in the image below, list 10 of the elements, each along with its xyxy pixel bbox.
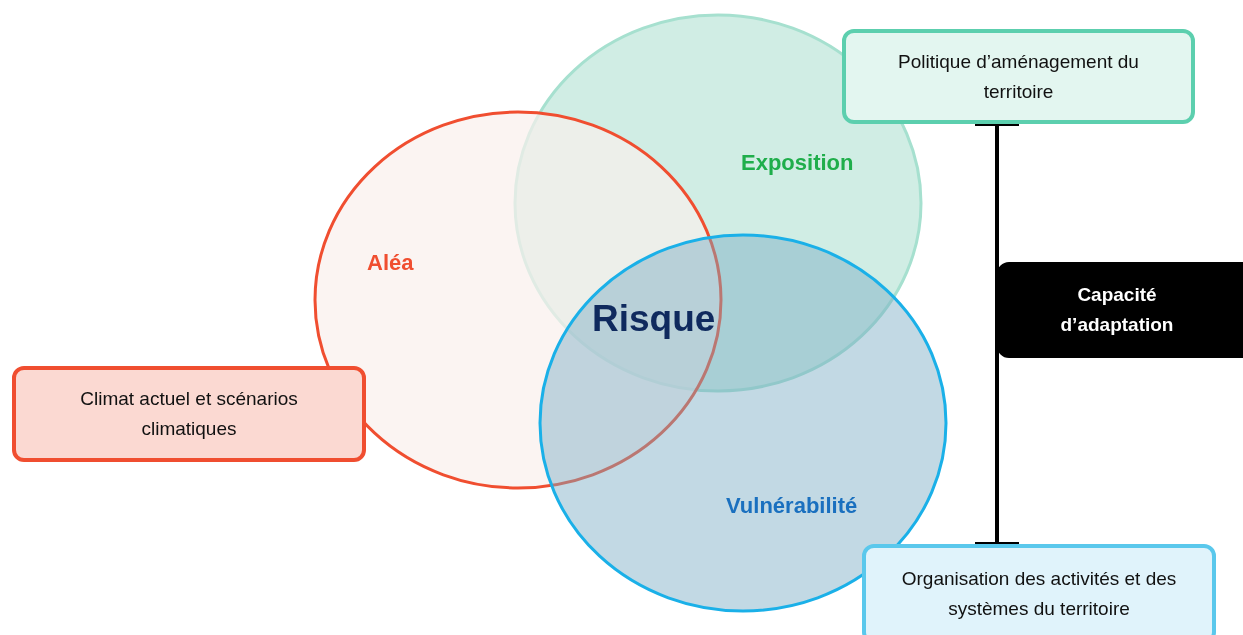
circle-label: Aléa: [367, 250, 414, 276]
policy-box: Politique d’aménagement du territoire: [842, 29, 1195, 124]
circle-label: Vulnérabilité: [726, 493, 858, 519]
climate-box: Climat actuel et scénarios climatiques: [12, 366, 366, 462]
circle-label: Exposition: [741, 150, 854, 176]
connector-line: [973, 122, 1021, 546]
organisation-box: Organisation des activités et des systèmes du territoire: [862, 544, 1216, 635]
center-label: Risque: [592, 298, 716, 340]
capacity-box: Capacité d’adaptation: [997, 262, 1243, 358]
hazard-circle: [313, 110, 723, 490]
